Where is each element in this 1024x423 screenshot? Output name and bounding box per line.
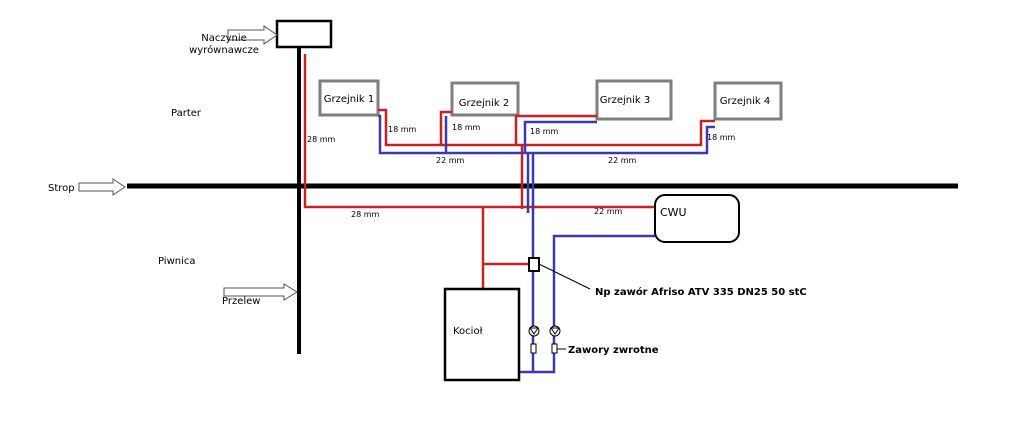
arrow-expansion-tank-icon [227, 25, 278, 45]
check-valves-label: Zawory zwrotne [568, 345, 659, 356]
boiler-label: Kocioł [453, 326, 483, 337]
pipe-size-riser: 28 mm [307, 135, 336, 144]
arrow-overflow-icon [223, 283, 298, 301]
radiator-3 [595, 79, 673, 121]
pipe-size-cwu-supply: 22 mm [594, 207, 623, 216]
radiator-1 [318, 79, 380, 117]
expansion-tank-label-line2: wyrównawcze [189, 44, 259, 56]
expansion-tank-label-line1: Naczynie [201, 33, 247, 44]
pipe-size-basement-main: 28 mm [351, 210, 380, 219]
radiator-2-label: Grzejnik 2 [459, 98, 510, 109]
pump-left [528, 325, 540, 337]
cwu-tank [654, 194, 740, 243]
radiator-1-label: Grzejnik 1 [324, 94, 375, 105]
pipe-size-branch-1: 18 mm [388, 125, 417, 134]
ceiling-label: Strop [48, 183, 75, 194]
pipe-size-branch-3: 18 mm [530, 127, 559, 136]
valve-note-label: Np zawór Afriso ATV 335 DN25 50 stC [595, 286, 807, 298]
expansion-tank [275, 19, 333, 49]
check-valve-left [530, 343, 537, 354]
radiator-4 [713, 81, 783, 121]
boiler-box [443, 287, 521, 382]
pump-right [549, 325, 561, 337]
pipe-size-floor-main-1: 22 mm [436, 156, 465, 165]
pipe-size-branch-2: 18 mm [452, 123, 481, 132]
overflow-label: Przelew [222, 296, 260, 307]
radiator-2 [450, 81, 520, 117]
return-pipes [378, 114, 715, 374]
pipe-size-branch-4: 18 mm [707, 133, 736, 142]
valve-leader-line [538, 263, 591, 290]
check-valve-right [551, 343, 558, 354]
radiator-3-label: Grzejnik 3 [600, 95, 651, 106]
floor-basement-label: Piwnica [158, 256, 196, 267]
arrow-ceiling-icon [78, 178, 126, 196]
floor-ground-label: Parter [171, 108, 202, 119]
thermostatic-valve [528, 257, 540, 272]
cwu-label: CWU [660, 206, 687, 219]
radiator-4-label: Grzejnik 4 [720, 96, 771, 107]
supply-pipes [303, 54, 715, 289]
pipe-size-floor-main-2: 22 mm [608, 156, 637, 165]
